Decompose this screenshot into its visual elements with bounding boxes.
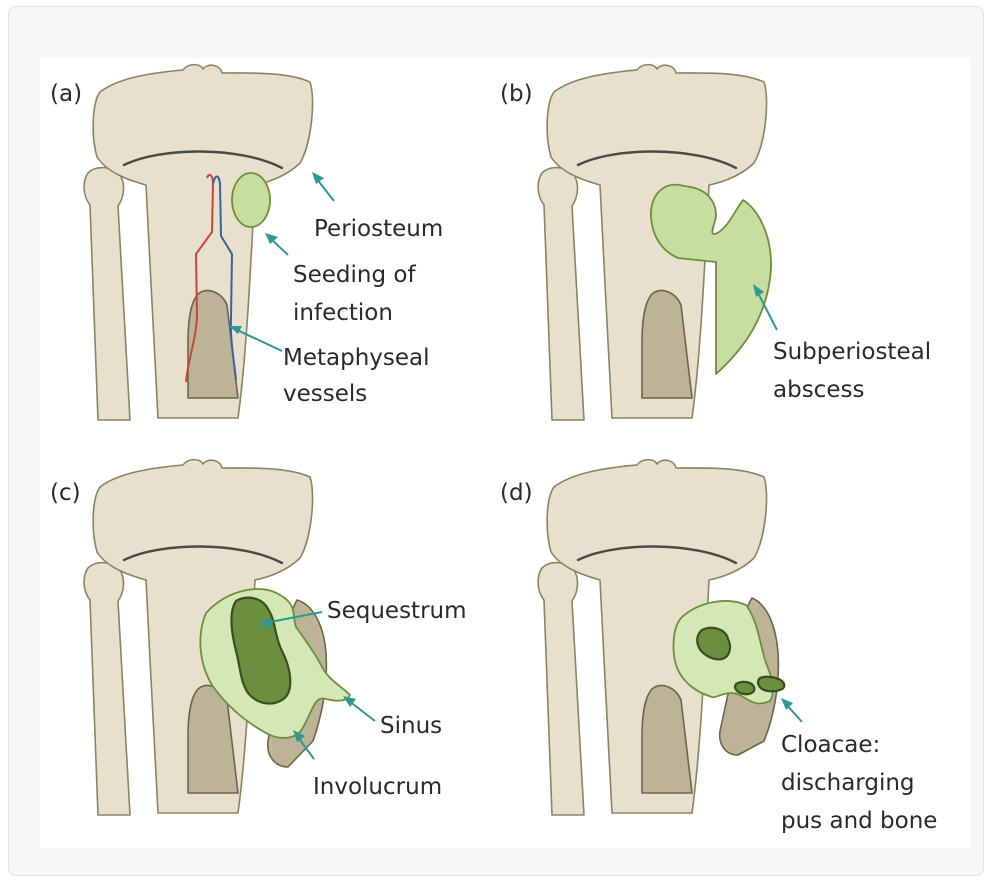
callout-abscess: Subperiosteal — [773, 339, 931, 365]
callout-abscess-2: abscess — [773, 377, 864, 403]
fibula-b — [538, 168, 584, 420]
sequestrum-fragment-2 — [735, 682, 754, 694]
panel-d: (d) Cloacae: discharging pus and bone — [500, 460, 937, 834]
callout-cloacae-3: pus and bone — [781, 808, 937, 834]
callout-vessels-2: vessels — [283, 381, 367, 407]
sequestrum-fragment-3 — [758, 677, 784, 691]
infection-seed — [232, 173, 270, 227]
callout-sequestrum: Sequestrum — [327, 598, 467, 624]
callout-cloacae: Cloacae: — [781, 732, 880, 758]
callout-sinus: Sinus — [380, 713, 442, 739]
callout-seeding-2: infection — [293, 300, 393, 326]
callout-seeding: Seeding of — [293, 262, 416, 288]
callout-periosteum: Periosteum — [314, 216, 443, 242]
callout-vessels: Metaphyseal — [283, 345, 430, 371]
panel-label-d: (d) — [500, 480, 533, 506]
panel-label-a: (a) — [50, 81, 82, 107]
fibula-d — [538, 563, 584, 815]
panel-a: (a) Periosteum Seeding of infection Meta… — [50, 65, 443, 420]
panel-label-c: (c) — [50, 480, 81, 506]
arrowhead-cloacae — [781, 698, 793, 710]
arrow-sinus — [349, 701, 375, 721]
fibula-c — [84, 563, 130, 815]
callout-cloacae-2: discharging — [781, 770, 915, 796]
callout-involucrum: Involucrum — [313, 774, 442, 800]
arrowhead-periosteum — [312, 172, 324, 184]
panel-c: (c) Sequestrum Sinus Involucrum — [50, 460, 467, 815]
panel-b: (b) Subperiosteal abscess — [500, 65, 931, 420]
panel-label-b: (b) — [500, 81, 533, 107]
fibula-a — [84, 168, 130, 420]
